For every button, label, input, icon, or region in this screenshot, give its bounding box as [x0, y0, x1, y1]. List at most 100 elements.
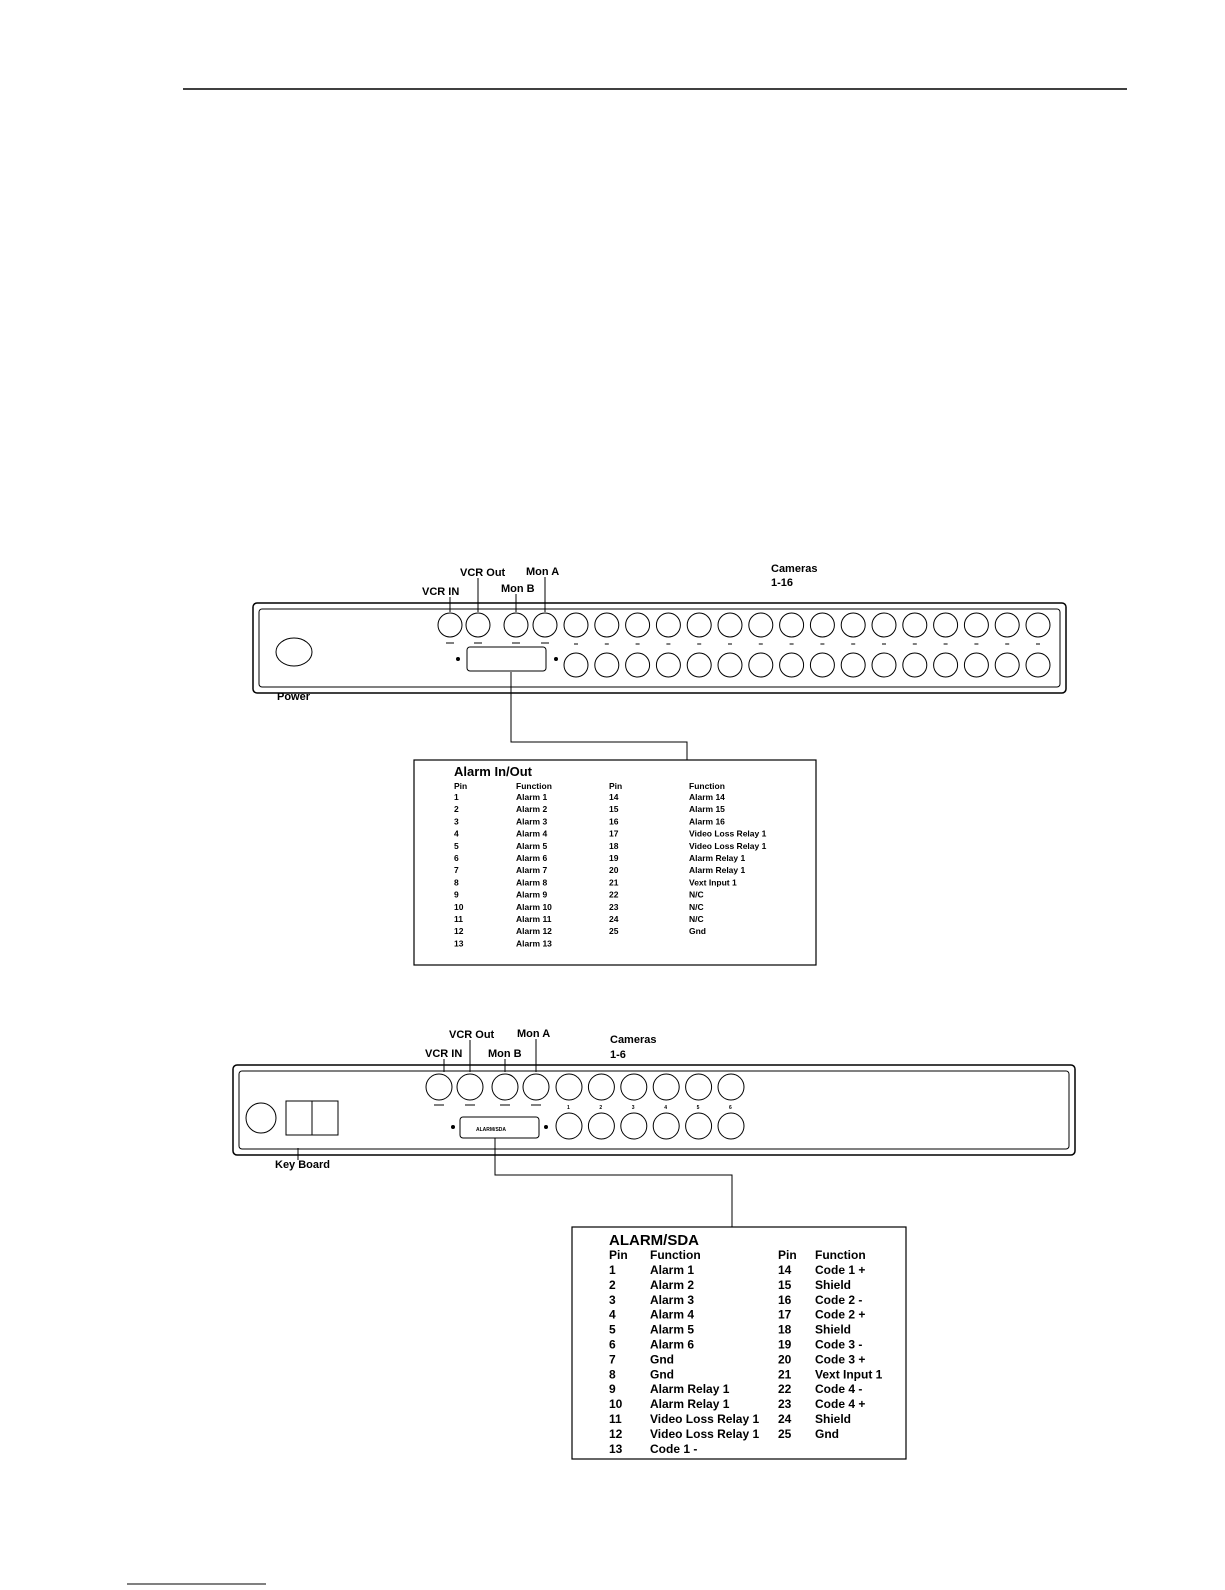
alarm-io-pin-cell: 10 — [454, 902, 464, 912]
alarm-sda-pin-cell: 14 — [778, 1263, 792, 1277]
alarm-sda-function-cell: Alarm 1 — [650, 1263, 694, 1277]
alarm-io-pin-cell: 17 — [609, 829, 619, 839]
vcr-out-label: VCR Out — [460, 567, 506, 579]
alarm-sda-pin-cell: 5 — [609, 1323, 616, 1337]
db25-screw-left — [456, 657, 460, 661]
unit2-camera-number-6: 6 — [729, 1105, 732, 1111]
unit1-camera-bnc-top-5 — [686, 612, 712, 638]
alarm-io-function-cell: Alarm 2 — [516, 804, 547, 814]
alarm-io-pin-cell: 23 — [609, 902, 619, 912]
alarm-io-function-cell: Alarm 16 — [689, 816, 725, 826]
alarm-sda-function-cell: Alarm 6 — [650, 1338, 694, 1352]
alarm-sda-pin-cell: 3 — [609, 1293, 616, 1307]
alarm-sda-pin-cell: 23 — [778, 1397, 792, 1411]
unit1-rear-panel — [252, 602, 1067, 694]
alarm-io-pin-cell: 14 — [609, 792, 619, 802]
power-connector-icon — [275, 637, 313, 667]
alarm-sda-pin-cell: 17 — [778, 1308, 792, 1322]
unit1-camera-bnc-bottom-8 — [779, 652, 805, 678]
keyboard-label: Key Board — [275, 1159, 330, 1171]
alarm-sda-function-cell: Shield — [815, 1278, 851, 1292]
alarm-sda-pin-cell: 8 — [609, 1367, 616, 1381]
cameras-label-2: Cameras — [610, 1034, 656, 1046]
alarm-sda-pin-cell: 13 — [609, 1442, 623, 1456]
unit1-camera-bnc-bottom-13 — [933, 652, 959, 678]
alarm-sda-header-function-left: Function — [650, 1248, 701, 1262]
alarm-io-function-cell: Alarm 12 — [516, 926, 552, 936]
alarm-sda-function-cell: Vext Input 1 — [815, 1367, 883, 1381]
unit1-camera-bnc-top-12 — [902, 612, 928, 638]
unit2-camera-bnc-top-5 — [685, 1073, 713, 1101]
alarm-sda-pin-cell: 12 — [609, 1427, 623, 1441]
unit1-camera-bnc-top-13 — [933, 612, 959, 638]
unit1-camera-bnc-bottom-6 — [717, 652, 743, 678]
alarm-sda-function-cell: Gnd — [650, 1367, 674, 1381]
alarm-sda-function-cell: Code 3 - — [815, 1338, 862, 1352]
unit1-camera-bnc-top-15 — [994, 612, 1020, 638]
alarm-sda-function-cell: Code 3 + — [815, 1352, 865, 1366]
unit1-camera-bnc-bottom-11 — [871, 652, 897, 678]
unit1-camera-bnc-top-9 — [809, 612, 835, 638]
unit2-camera-bnc-bottom-4 — [652, 1112, 680, 1140]
alarm-sda-function-cell: Shield — [815, 1412, 851, 1426]
unit1-panel-inner — [258, 608, 1061, 688]
alarm-sda-pin-cell: 19 — [778, 1338, 792, 1352]
alarm-sda-table-title: ALARM/SDA — [609, 1232, 699, 1249]
alarm-io-function-cell: Alarm 14 — [689, 792, 725, 802]
unit2-output-bnc-1 — [425, 1073, 453, 1101]
alarm-io-db25-connector — [466, 646, 547, 672]
power-label: Power — [277, 691, 311, 703]
vcr-in-label: VCR IN — [422, 586, 459, 598]
unit2-camera-bnc-top-3 — [620, 1073, 648, 1101]
alarm-io-header-pin-left: Pin — [454, 781, 467, 791]
alarm-sda-function-cell: Code 4 + — [815, 1397, 865, 1411]
unit1-camera-bnc-bottom-15 — [994, 652, 1020, 678]
alarm-sda-function-cell: Code 2 - — [815, 1293, 862, 1307]
alarm-sda-table-box — [571, 1226, 907, 1460]
alarm-sda-function-cell: Gnd — [650, 1352, 674, 1366]
mon-a-label-2: Mon A — [517, 1028, 550, 1040]
unit2-output-bnc-3 — [491, 1073, 519, 1101]
alarm-io-pin-cell: 8 — [454, 877, 459, 887]
alarm-sda-pin-cell: 2 — [609, 1278, 616, 1292]
alarm-io-pin-cell: 13 — [454, 938, 464, 948]
alarm-io-pin-cell: 18 — [609, 841, 619, 851]
mon-b-label: Mon B — [501, 583, 535, 595]
alarm-io-pin-cell: 6 — [454, 853, 459, 863]
unit1-camera-bnc-bottom-7 — [748, 652, 774, 678]
unit2-camera-bnc-top-1 — [555, 1073, 583, 1101]
unit2-camera-number-1: 1 — [567, 1105, 570, 1111]
unit1-output-bnc-2 — [465, 612, 491, 638]
alarm-io-function-cell: Gnd — [689, 926, 706, 936]
unit1-camera-bnc-top-4 — [655, 612, 681, 638]
unit2-camera-bnc-bottom-6 — [717, 1112, 745, 1140]
unit2-camera-bnc-bottom-3 — [620, 1112, 648, 1140]
alarm-sda-pin-cell: 1 — [609, 1263, 616, 1277]
alarm-io-pin-cell: 16 — [609, 816, 619, 826]
alarm-io-pin-cell: 9 — [454, 890, 459, 900]
alarm-sda-function-cell: Code 4 - — [815, 1382, 862, 1396]
unit2-camera-bnc-top-2 — [587, 1073, 615, 1101]
alarm-io-function-cell: Video Loss Relay 1 — [689, 841, 767, 851]
alarm-sda-connector-label: ALARM/SDA — [476, 1127, 506, 1133]
alarm-io-function-cell: Alarm 13 — [516, 938, 552, 948]
alarm-sda-pin-cell: 7 — [609, 1352, 616, 1366]
unit1-camera-bnc-top-8 — [779, 612, 805, 638]
unit2-camera-bnc-top-6 — [717, 1073, 745, 1101]
unit2-output-bnc-4 — [522, 1073, 550, 1101]
alarm-io-function-cell: Vext Input 1 — [689, 877, 737, 887]
alarm-io-header-function-left: Function — [516, 781, 552, 791]
alarm-io-function-cell: Alarm Relay 1 — [689, 865, 745, 875]
unit2-wiring-line — [494, 1138, 733, 1227]
unit1-camera-bnc-top-6 — [717, 612, 743, 638]
unit1-wiring-line — [510, 672, 688, 760]
alarm-io-function-cell: Alarm 3 — [516, 816, 547, 826]
unit1-camera-bnc-bottom-10 — [840, 652, 866, 678]
unit1-camera-bnc-bottom-4 — [655, 652, 681, 678]
mon-b-label-2: Mon B — [488, 1048, 522, 1060]
unit2-camera-number-3: 3 — [632, 1105, 635, 1111]
